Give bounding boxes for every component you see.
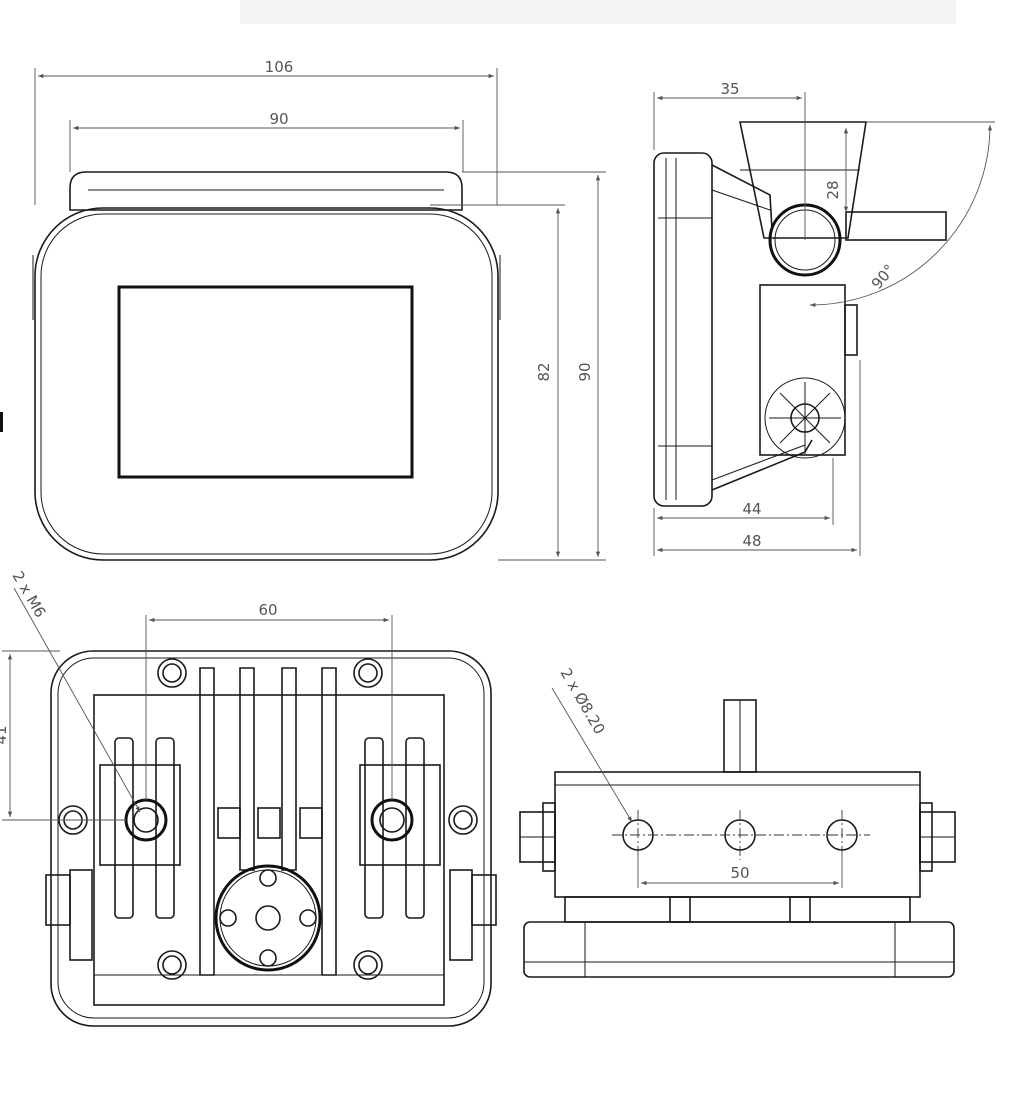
dim-90-height: 90: [576, 362, 594, 381]
dim-50: 50: [730, 864, 749, 882]
dim-28: 28: [824, 180, 842, 199]
dim-48: 48: [742, 532, 761, 550]
top-bar: [240, 0, 956, 24]
edge-mark: [0, 412, 3, 432]
dim-90-angle: 90°: [868, 261, 899, 293]
note-2xD8-20: 2 x Ø8.20: [557, 665, 609, 737]
dim-90-width: 90: [269, 110, 288, 128]
dim-41: 41: [0, 725, 10, 744]
dim-82: 82: [535, 362, 553, 381]
display-window: [117, 285, 414, 479]
dim-44: 44: [742, 500, 761, 518]
rear-dimensions: 60 41 2 x M6: [0, 568, 393, 821]
side-dimensions: 35 28 90° 44 48: [653, 80, 995, 556]
front-dimensions: 106 90 82 90: [34, 58, 606, 561]
note-2xM6: 2 x M6: [9, 568, 50, 621]
bottom-view: [519, 699, 956, 978]
dim-106: 106: [265, 58, 294, 76]
bottom-dimensions: 50 2 x Ø8.20: [551, 665, 843, 888]
dim-60: 60: [258, 601, 277, 619]
front-view: [32, 171, 501, 561]
rear-view: [45, 650, 497, 1027]
side-view: [653, 121, 947, 507]
dim-35: 35: [720, 80, 739, 98]
